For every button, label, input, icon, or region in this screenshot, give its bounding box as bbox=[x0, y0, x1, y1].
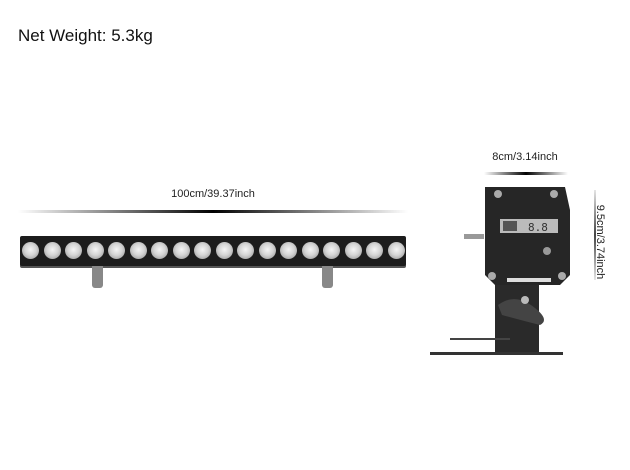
bracket-leg-left bbox=[92, 266, 103, 288]
led-lens bbox=[43, 242, 61, 259]
led-lens bbox=[344, 242, 362, 259]
led-lens bbox=[258, 242, 276, 259]
led-bar-side-view: 8.8 bbox=[430, 187, 570, 355]
led-lens bbox=[237, 242, 254, 259]
led-lens bbox=[215, 242, 233, 259]
led-lens bbox=[65, 242, 82, 259]
led-lens bbox=[151, 242, 168, 259]
led-lens bbox=[86, 242, 104, 259]
depth-dimension-line bbox=[484, 172, 568, 175]
bracket-leg-right bbox=[322, 266, 333, 288]
led-lens bbox=[22, 242, 39, 259]
led-lens bbox=[323, 242, 340, 259]
led-lens bbox=[129, 242, 147, 259]
led-lens bbox=[194, 242, 211, 259]
svg-text:8.8: 8.8 bbox=[528, 221, 548, 234]
led-lens bbox=[301, 242, 319, 259]
net-weight-label: Net Weight: 5.3kg bbox=[18, 26, 153, 45]
height-dimension-line bbox=[594, 190, 596, 280]
led-lens bbox=[108, 242, 125, 259]
height-dimension-label: 9.5cm/3.74inch bbox=[594, 204, 606, 280]
width-dimension-label: 100cm/39.37inch bbox=[171, 188, 255, 200]
led-lens bbox=[366, 242, 383, 259]
width-dimension-line bbox=[18, 210, 408, 213]
depth-dimension-label: 8cm/3.14inch bbox=[492, 151, 558, 163]
led-bar-front-view bbox=[20, 236, 406, 266]
led-lens bbox=[172, 242, 190, 259]
led-lens bbox=[387, 242, 405, 259]
led-lens bbox=[280, 242, 297, 259]
